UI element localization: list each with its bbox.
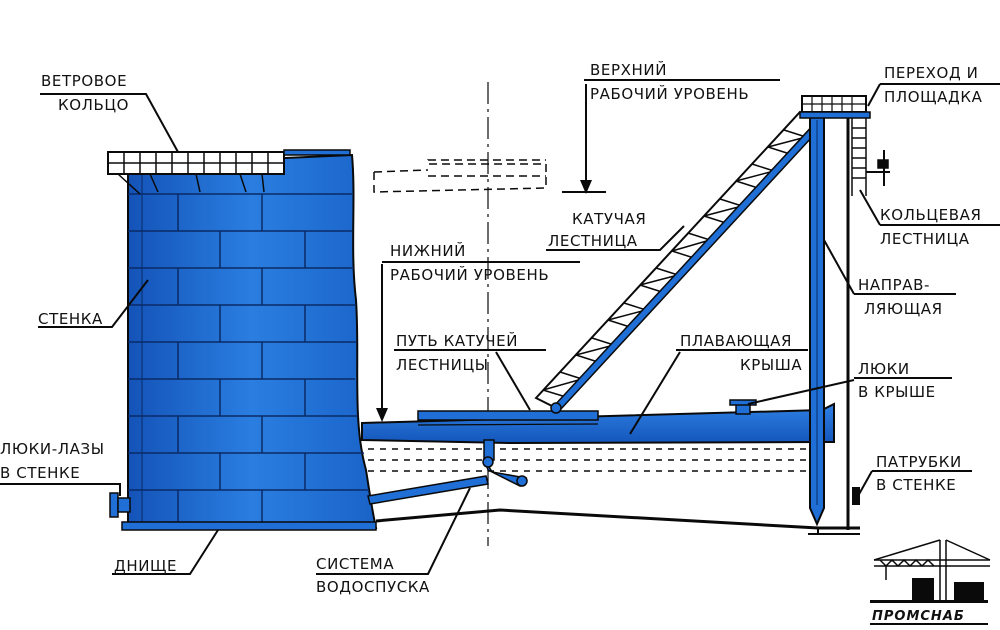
- floating-roof: [361, 399, 835, 445]
- ring-ladder: [851, 118, 890, 196]
- crane-icon: [873, 539, 991, 600]
- label-rolling-ladder-line2: ЛЕСТНИЦА: [548, 232, 638, 250]
- company-logo: ПРОМСНАБ: [870, 539, 991, 625]
- wall-manhole: [109, 492, 131, 518]
- label-rolling-ladder-line1: КАТУЧАЯ: [572, 210, 646, 228]
- label-nozzles-line2: В СТЕНКЕ: [876, 476, 956, 494]
- tank-wall: [127, 153, 378, 529]
- roof-upper-position: [373, 159, 547, 193]
- logo-text: ПРОМСНАБ: [872, 609, 965, 624]
- label-wind-ring-line2: КОЛЬЦО: [58, 96, 129, 114]
- label-drain-line1: СИСТЕМА: [316, 555, 394, 573]
- label-drain-line2: ВОДОСПУСКА: [316, 578, 430, 596]
- label-ladder-path-line1: ПУТЬ КАТУЧЕЙ: [396, 331, 518, 350]
- label-wall-manholes-line2: В СТЕНКЕ: [0, 464, 80, 482]
- label-roof-hatches-line1: ЛЮКИ: [858, 360, 910, 378]
- drain-system: [367, 439, 528, 505]
- label-guide-line1: НАПРАВ-: [858, 276, 930, 294]
- label-platform-line2: ПЛОЩАДКА: [884, 88, 983, 106]
- label-platform-line1: ПЕРЕХОД И: [884, 64, 978, 82]
- liquid-level: [368, 448, 810, 472]
- top-platform: [799, 95, 871, 119]
- guide-pole: [809, 111, 825, 527]
- label-ring-ladder-line2: ЛЕСТНИЦА: [880, 230, 970, 248]
- wind-ring: [107, 149, 351, 195]
- label-lower-level-line1: НИЖНИЙ: [390, 241, 466, 260]
- label-roof-hatches-line2: В КРЫШЕ: [858, 383, 936, 401]
- label-wall-manholes-line1: ЛЮКИ-ЛАЗЫ: [0, 440, 105, 458]
- buildings-icon: [870, 578, 988, 603]
- label-wall: СТЕНКА: [38, 310, 103, 328]
- label-nozzles-line1: ПАТРУБКИ: [876, 453, 962, 471]
- label-lower-level-line2: РАБОЧИЙ УРОВЕНЬ: [390, 265, 549, 284]
- label-wind-ring-line1: ВЕТРОВОЕ: [41, 72, 127, 90]
- level-arrows: [376, 84, 592, 422]
- labels: ВЕТРОВОЕ КОЛЬЦО СТЕНКА ЛЮКИ-ЛАЗЫ В СТЕНК…: [0, 60, 983, 596]
- label-floating-roof-line2: КРЫША: [740, 356, 802, 374]
- tank-bottom: [121, 508, 860, 535]
- label-upper-level-line1: ВЕРХНИЙ: [590, 60, 667, 79]
- right-wall: [846, 118, 860, 530]
- label-floating-roof-line1: ПЛАВАЮЩАЯ: [680, 332, 792, 350]
- label-guide-line2: ЛЯЮЩАЯ: [864, 300, 943, 318]
- label-ladder-path-line2: ЛЕСТНИЦЫ: [396, 356, 489, 374]
- label-upper-level-line2: РАБОЧИЙ УРОВЕНЬ: [590, 84, 749, 103]
- leader-lines: [0, 79, 1000, 575]
- label-ring-ladder-line1: КОЛЬЦЕВАЯ: [880, 206, 982, 224]
- label-bottom: ДНИЩЕ: [114, 557, 177, 575]
